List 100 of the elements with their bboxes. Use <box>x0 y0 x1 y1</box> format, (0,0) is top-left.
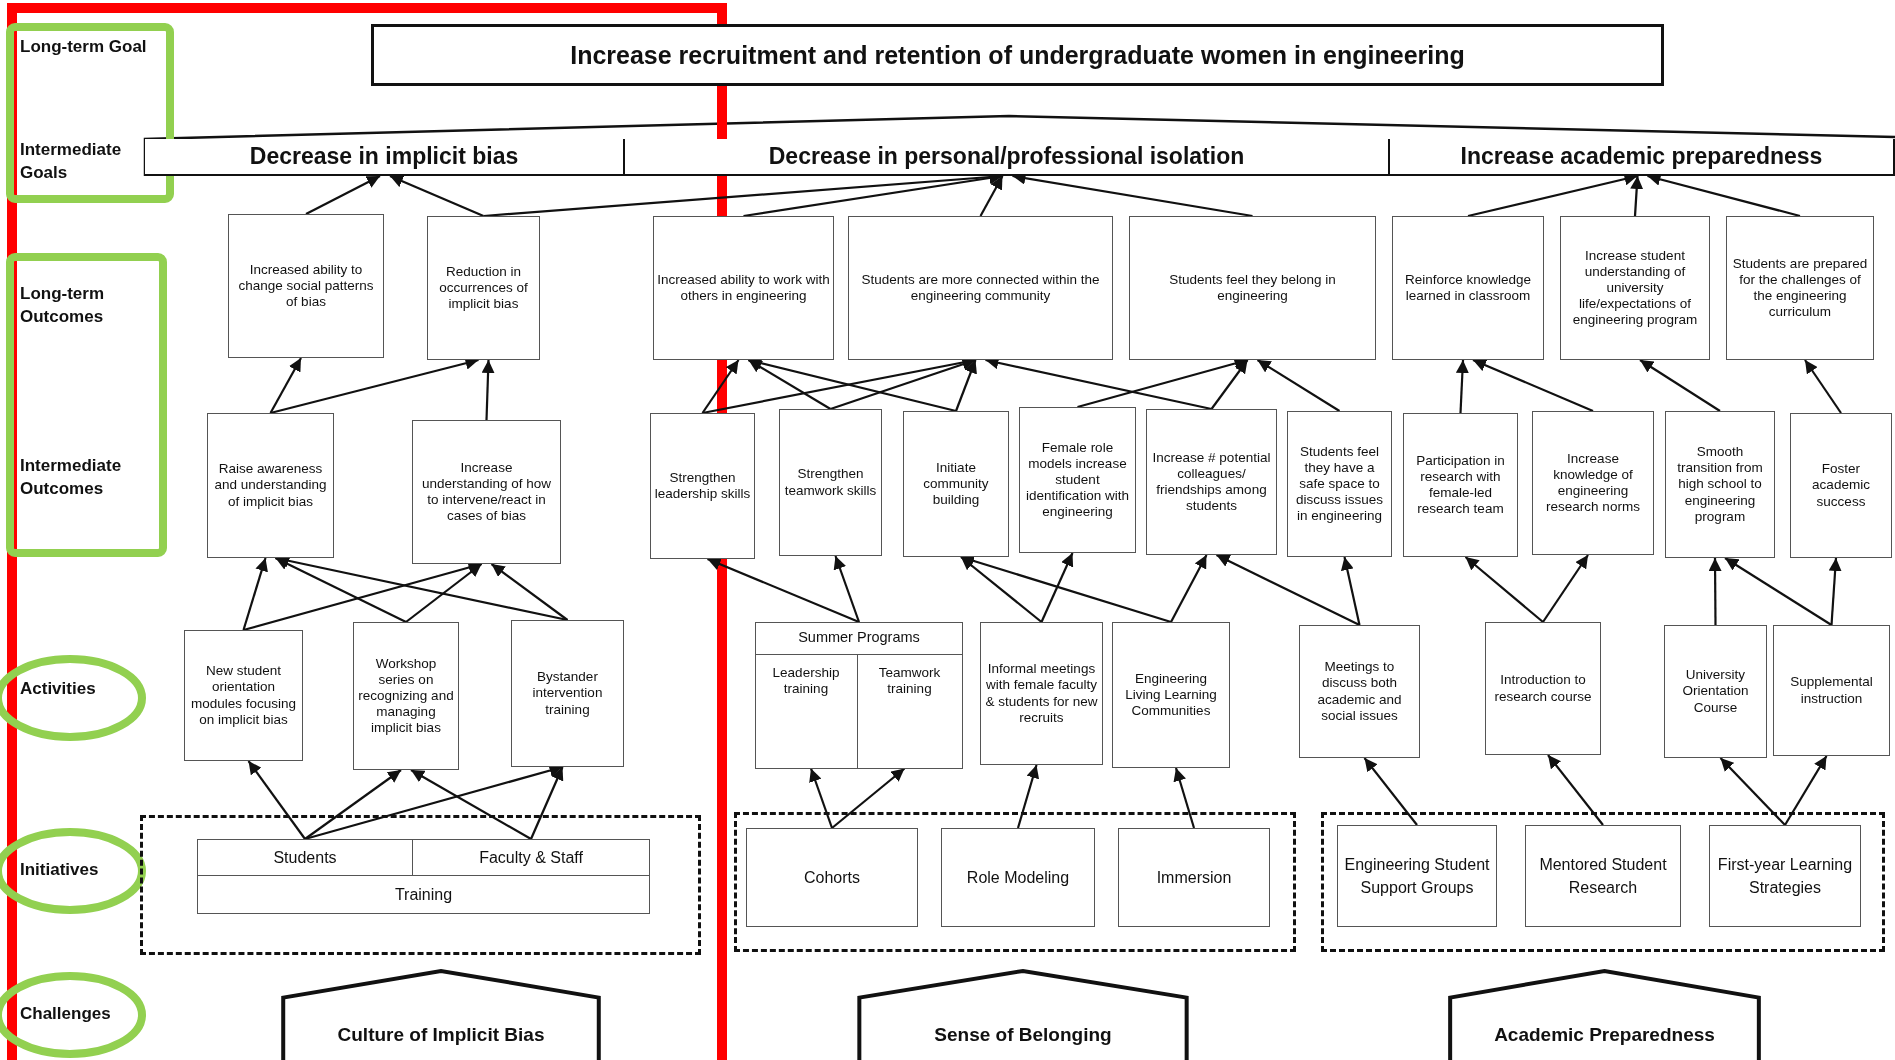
node-text: Informal meetings with female faculty & students for new recruits <box>984 661 1099 726</box>
program-box <box>755 622 963 769</box>
row-label: Challenges <box>20 1003 112 1025</box>
node-text: Faculty & Staff <box>479 847 583 868</box>
outcome-box <box>1403 413 1518 557</box>
node-text: Increased ability to change social patterns of bias <box>237 261 375 311</box>
outcome-box <box>1773 625 1890 756</box>
node-text: Female role models increase student identification with engineering <box>1025 439 1130 521</box>
node-text: Culture of Implicit Bias <box>337 1024 545 1046</box>
outcome-box <box>1287 411 1392 557</box>
initiative-box <box>941 828 1095 927</box>
arrow <box>747 359 832 410</box>
arrow <box>1256 359 1341 412</box>
outcome-box <box>1299 625 1420 758</box>
node-text: Increase student understanding of university life/expectations of engineering program <box>1571 247 1699 329</box>
node-text: Bystander intervention training <box>531 669 604 718</box>
arrow <box>1630 175 1644 217</box>
arrow <box>1784 755 1828 826</box>
arrow <box>1542 554 1589 623</box>
outcome-box <box>1392 216 1544 360</box>
goal-box <box>625 139 1390 176</box>
initiative-box <box>412 839 650 876</box>
node-text: Role Modeling <box>966 867 1070 888</box>
node-text: Supplemental instruction <box>1789 674 1874 707</box>
arrow <box>954 359 977 412</box>
arrow <box>1170 554 1208 623</box>
dashed-group-box <box>734 812 1296 952</box>
outcome-box <box>903 411 1009 557</box>
node-text: Raise awareness and understanding of implicit bias <box>213 461 328 510</box>
node-text: Immersion <box>1156 867 1232 888</box>
node-text: Increase understanding of how to intervene/react in cases of bias <box>420 459 553 525</box>
outcome-box <box>779 409 882 556</box>
arrow <box>304 769 402 840</box>
node-text: Students <box>273 847 337 868</box>
arrow <box>410 769 532 840</box>
node-text: Engineering Student Support Groups <box>1343 854 1491 898</box>
arrow <box>490 563 569 621</box>
arrow <box>979 175 1004 217</box>
initiative-box <box>197 839 413 876</box>
node-text: Increase recruitment and retention of undergraduate women in engineering <box>570 40 1465 70</box>
node-text: Smooth transition from high school to engineering program <box>1676 444 1764 525</box>
arrow <box>481 359 495 421</box>
arrow <box>1472 359 1594 412</box>
row-label: Activities <box>20 678 97 700</box>
arrow <box>1708 558 1722 625</box>
node-text: Decrease in implicit bias <box>249 143 519 170</box>
arrow <box>1804 359 1842 414</box>
initiative-box <box>1709 825 1861 927</box>
initiative-box <box>746 828 918 927</box>
arrow <box>831 767 906 829</box>
node-text: Increased ability to work with others in engineering <box>657 271 830 305</box>
outcome-box <box>228 214 384 358</box>
outcome-box <box>1665 411 1775 558</box>
outcome-box <box>1112 622 1230 768</box>
arrow <box>960 556 1043 623</box>
arrow <box>830 358 976 411</box>
node-text: Increase knowledge of engineering research norms <box>1545 450 1641 516</box>
arrow <box>701 359 740 414</box>
node-text: Foster academic success <box>1811 461 1871 510</box>
outcome-box <box>511 620 624 767</box>
outcome-box <box>353 622 459 770</box>
arrow <box>389 175 484 217</box>
outcome-box <box>1790 413 1892 558</box>
row-label: Initiatives <box>20 859 100 881</box>
node-text: Meetings to discuss both academic and social issues <box>1316 659 1403 724</box>
arrow <box>1464 556 1544 623</box>
arrow <box>247 760 306 840</box>
arrow <box>1547 754 1604 826</box>
arrow <box>1455 359 1469 414</box>
challenge-pentagon <box>1447 970 1762 1060</box>
arrow <box>305 175 381 215</box>
outcome-box <box>427 216 540 360</box>
node-text: Initiate community building <box>922 459 990 509</box>
arrow <box>1040 552 1074 623</box>
node-text: Increase # potential colleagues/ friendships among students <box>1151 449 1272 515</box>
node-text: Reinforce knowledge learned in classroom <box>1403 271 1533 305</box>
arrow <box>269 357 302 414</box>
arrow <box>1719 757 1786 826</box>
outcome-box <box>1726 216 1874 360</box>
arrow <box>1016 764 1040 829</box>
arrow <box>1340 556 1361 626</box>
dashed-group-box <box>1321 812 1885 952</box>
outcome-box <box>1485 622 1601 755</box>
node-text: Increase academic preparedness <box>1460 143 1823 170</box>
node-text: Training <box>394 884 453 905</box>
node-text: Cohorts <box>804 867 860 888</box>
row-label: Intermediate Outcomes <box>20 455 123 500</box>
initiative-box <box>1337 825 1497 927</box>
challenge-pentagon <box>856 970 1190 1060</box>
arrow <box>833 555 861 623</box>
arrow <box>1639 359 1721 412</box>
node-text: Teamwork training <box>877 664 942 697</box>
outcome-box <box>412 420 561 564</box>
node-text: Reduction in occurrences of implicit bias <box>438 263 529 313</box>
node-text: Academic Preparedness <box>1494 1024 1715 1046</box>
node-text: Students are prepared for the challenges of the engineering curriculum <box>1731 255 1869 321</box>
arrow <box>530 766 564 840</box>
outcome-box <box>650 413 755 559</box>
initiative-box <box>197 875 650 914</box>
initiative-box <box>1118 828 1270 927</box>
